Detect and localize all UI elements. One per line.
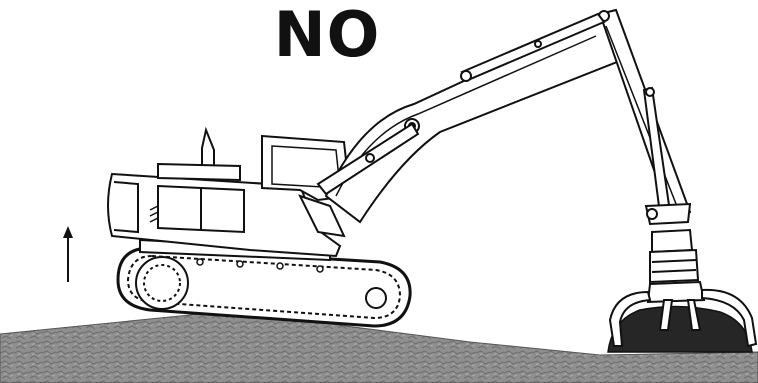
stick-arm	[599, 10, 690, 222]
warning-headline: NO	[262, 2, 392, 68]
grapple-load	[608, 306, 752, 352]
track	[118, 248, 410, 326]
rotator	[646, 204, 698, 282]
up-arrow-icon	[63, 226, 73, 282]
